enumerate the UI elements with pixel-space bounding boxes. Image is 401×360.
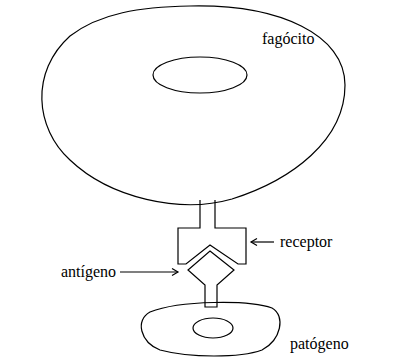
cell-name: patógeno xyxy=(290,335,349,353)
part-label: antígeno xyxy=(61,263,116,281)
label-holder: antígeno xyxy=(61,263,116,281)
antigen-leader xyxy=(120,269,178,276)
cell-nucleus xyxy=(193,318,233,338)
cell-membrane xyxy=(141,302,280,356)
antigen-shape xyxy=(188,251,234,307)
pathogen-cell: patógeno xyxy=(135,298,385,358)
receptor-leader xyxy=(251,239,274,246)
phagocyte-cell: fagócito xyxy=(30,4,350,209)
part-label: receptor xyxy=(280,233,332,251)
cell-name: fagócito xyxy=(262,30,314,48)
label-holder: receptor xyxy=(280,233,332,251)
cell-membrane xyxy=(42,6,345,205)
cell-nucleus xyxy=(153,57,247,93)
